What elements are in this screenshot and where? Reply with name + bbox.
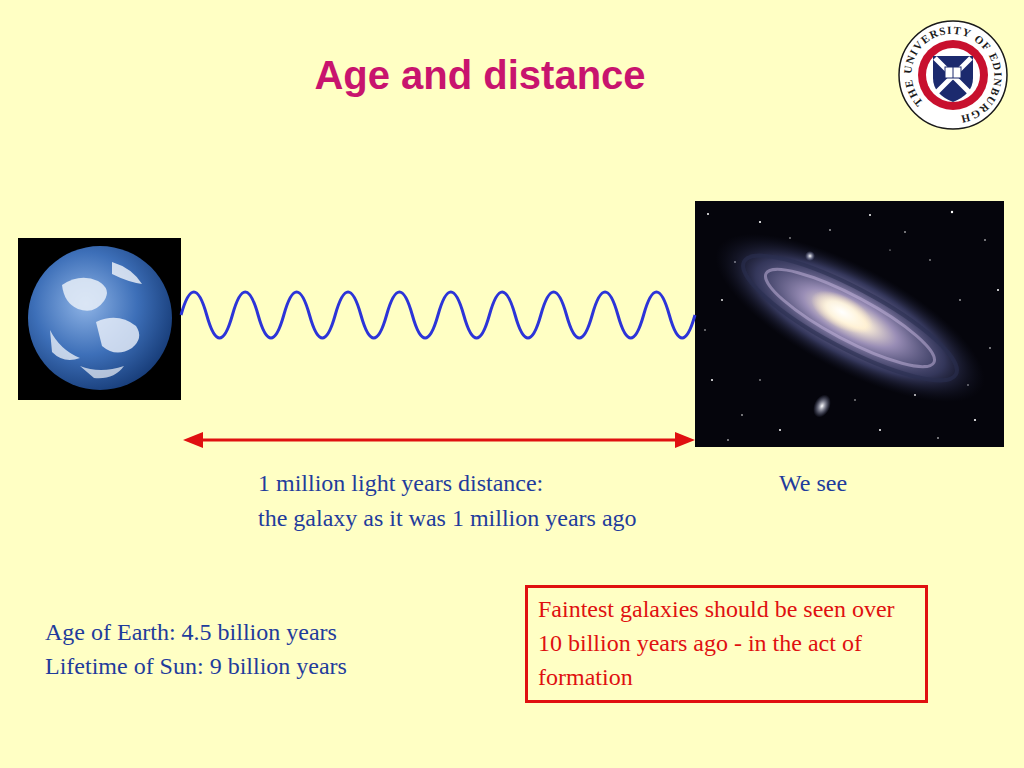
distance-note: the galaxy as it was 1 million years ago — [258, 503, 637, 533]
light-wave — [181, 292, 695, 338]
distance-arrow — [183, 432, 695, 448]
note-text: Faintest galaxies should be seen over 10… — [538, 592, 915, 694]
seal-text: THE UNIVERSITY OF EDINBURGH — [901, 24, 1004, 126]
slide-title: Age and distance — [0, 51, 960, 99]
we-see-note: We see — [779, 468, 847, 498]
galaxy-picture — [693, 201, 1007, 447]
distance-note: 1 million light years distance: — [258, 468, 543, 498]
university-seal: THE UNIVERSITY OF EDINBURGH — [899, 21, 1007, 129]
age-note: Age of Earth: 4.5 billion years — [45, 617, 337, 647]
age-note: Lifetime of Sun: 9 billion years — [45, 651, 347, 681]
seal-text: THE UNIVERSITY OF EDINBURGH — [901, 24, 1004, 126]
earth-picture — [18, 238, 181, 400]
note-box: Faintest galaxies should be seen over 10… — [525, 585, 928, 703]
